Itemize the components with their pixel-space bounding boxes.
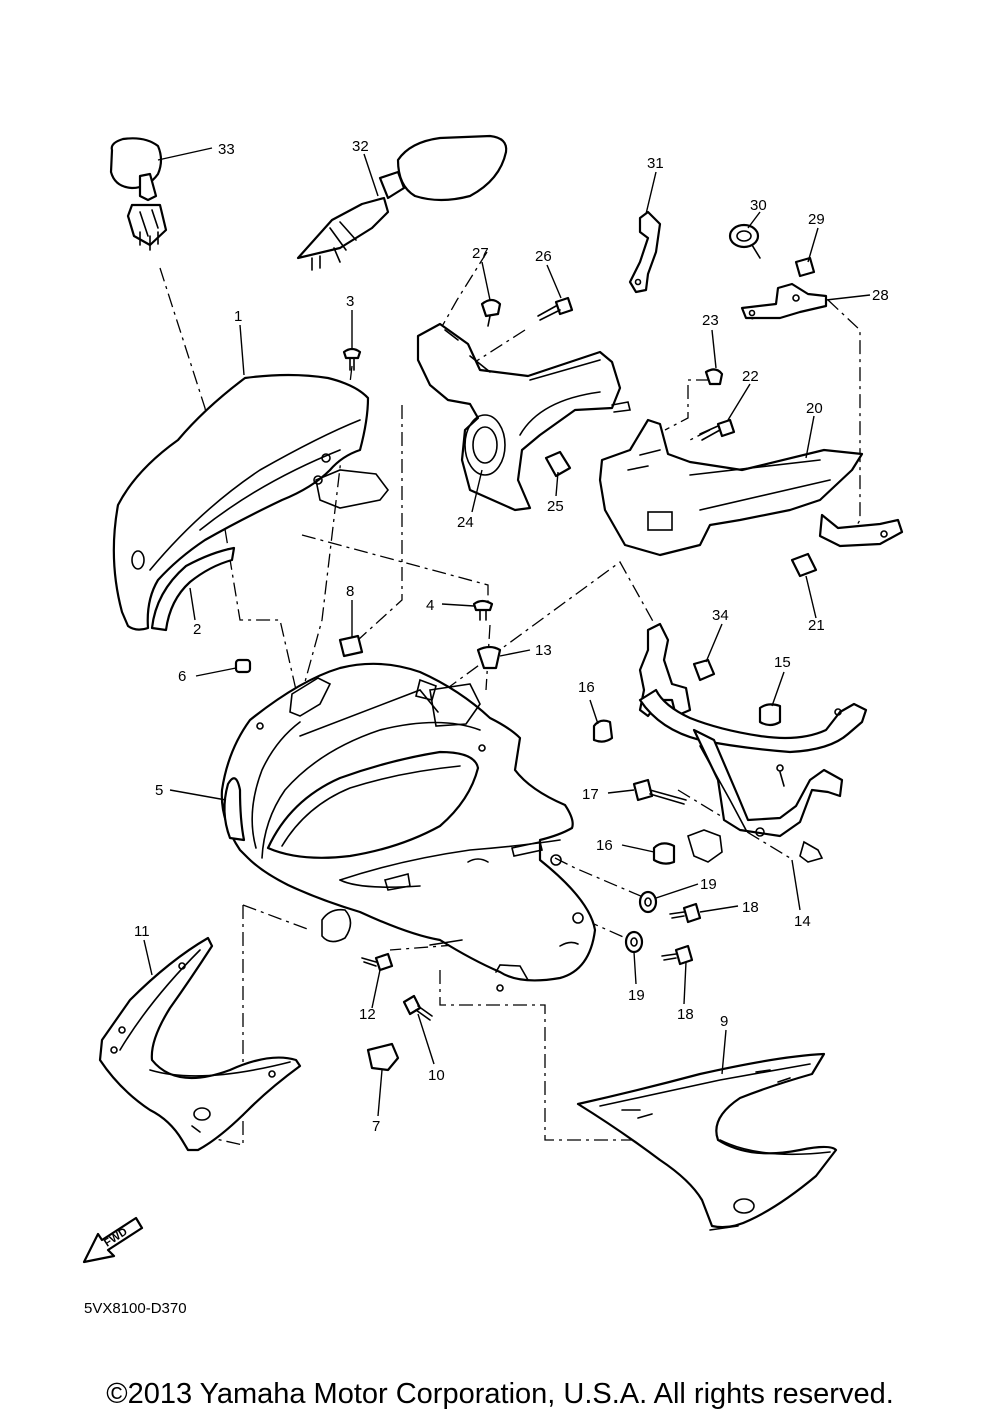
bolt-17 — [632, 778, 687, 805]
bolt-10 — [402, 994, 433, 1021]
fwd-arrow-icon: FWD — [82, 1216, 144, 1264]
screw-4 — [472, 599, 494, 621]
callout-2: 2 — [193, 621, 201, 638]
grommet-6 — [234, 658, 252, 674]
callout-12: 12 — [359, 1006, 376, 1023]
rivet-27 — [480, 298, 502, 327]
callout-34: 34 — [712, 607, 729, 624]
upper-fairing — [220, 662, 597, 992]
rivet-23 — [704, 368, 724, 386]
callout-27: 27 — [472, 245, 489, 262]
callout-5: 5 — [155, 782, 163, 799]
windscreen — [112, 373, 390, 631]
clip-30 — [728, 223, 761, 259]
callout-20: 20 — [806, 400, 823, 417]
callout-18-upper: 18 — [742, 899, 759, 916]
callout-11: 11 — [134, 923, 150, 940]
grommet-15 — [758, 703, 782, 727]
callout-14: 14 — [794, 913, 811, 930]
callout-16-lower: 16 — [596, 837, 613, 854]
callout-30: 30 — [750, 197, 767, 214]
callout-31: 31 — [647, 155, 664, 172]
callout-8: 8 — [346, 583, 354, 600]
callout-32: 32 — [352, 138, 369, 155]
callout-23: 23 — [702, 312, 719, 329]
screw-3 — [342, 347, 362, 371]
callout-4: 4 — [426, 597, 434, 614]
bolt-18-upper — [669, 902, 702, 924]
callout-33: 33 — [218, 141, 235, 158]
callout-25: 25 — [547, 498, 564, 515]
callout-labels: 33 32 31 30 29 28 27 26 3 1 23 22 20 24 … — [134, 138, 889, 1135]
nut-8 — [338, 634, 364, 658]
clip-25 — [544, 450, 572, 478]
inner-panel-left — [416, 322, 631, 512]
screw-12 — [361, 952, 394, 972]
windscreen-inner-trim — [150, 546, 236, 632]
callout-6: 6 — [178, 668, 186, 685]
bracket-28 — [740, 282, 828, 320]
callout-16-upper: 16 — [578, 679, 595, 696]
callout-18-lower: 18 — [677, 1006, 694, 1023]
callout-1: 1 — [234, 308, 242, 325]
callout-21: 21 — [808, 617, 825, 634]
callout-13: 13 — [535, 642, 552, 659]
callout-24: 24 — [457, 514, 474, 531]
callout-17: 17 — [582, 786, 599, 803]
screw-22 — [699, 418, 736, 441]
lower-fairing-right — [576, 1052, 838, 1231]
callout-29: 29 — [808, 211, 825, 228]
bolt-18-lower — [661, 944, 694, 966]
washer-19-upper — [638, 890, 658, 914]
callout-19-upper: 19 — [700, 876, 717, 893]
clip-29 — [794, 256, 816, 278]
fairing-stay — [638, 622, 868, 863]
callout-26: 26 — [535, 248, 552, 265]
nut-7 — [366, 1042, 400, 1072]
grommet-16-upper — [592, 719, 614, 743]
bracket-31 — [628, 210, 662, 294]
callout-15: 15 — [774, 654, 791, 671]
inner-panel-right — [598, 418, 904, 557]
callout-9: 9 — [720, 1013, 728, 1030]
washer-19-lower — [624, 930, 644, 954]
callout-19-lower: 19 — [628, 987, 645, 1004]
callout-3: 3 — [346, 293, 354, 310]
callout-7: 7 — [372, 1118, 380, 1135]
callout-28: 28 — [872, 287, 889, 304]
right-mirror — [296, 134, 508, 271]
callout-10: 10 — [428, 1067, 445, 1084]
lower-fairing-left — [98, 936, 302, 1152]
nut-34 — [692, 658, 716, 682]
left-mirror — [109, 137, 168, 251]
copyright-notice: ©2013 Yamaha Motor Corporation, U.S.A. A… — [106, 1378, 894, 1410]
grommet-16-lower — [652, 842, 676, 865]
callout-leaders — [143, 147, 871, 1117]
clip-21 — [790, 552, 818, 578]
screw-26 — [537, 296, 574, 321]
callout-22: 22 — [742, 368, 759, 385]
diagram-code: 5VX8100-D370 — [84, 1300, 187, 1317]
nut-13 — [476, 645, 502, 670]
